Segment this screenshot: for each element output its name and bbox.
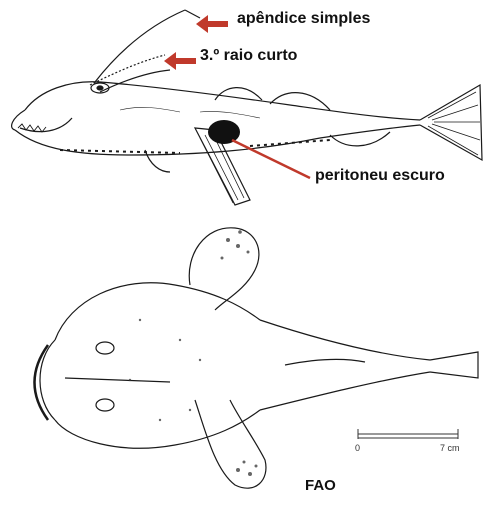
ray-arrow	[164, 52, 196, 70]
label-peritoneum: peritoneu escuro	[315, 167, 445, 185]
scale-bar	[358, 429, 458, 439]
appendix-arrow	[196, 15, 228, 33]
scale-start-label: 0	[355, 443, 360, 453]
label-source: FAO	[305, 477, 336, 494]
fish-top-view	[35, 228, 479, 488]
scale-end-label: 7 cm	[440, 443, 460, 453]
label-appendix: apêndice simples	[237, 10, 370, 28]
label-ray: 3.º raio curto	[200, 47, 297, 65]
fish-top-view-shading	[129, 230, 258, 476]
